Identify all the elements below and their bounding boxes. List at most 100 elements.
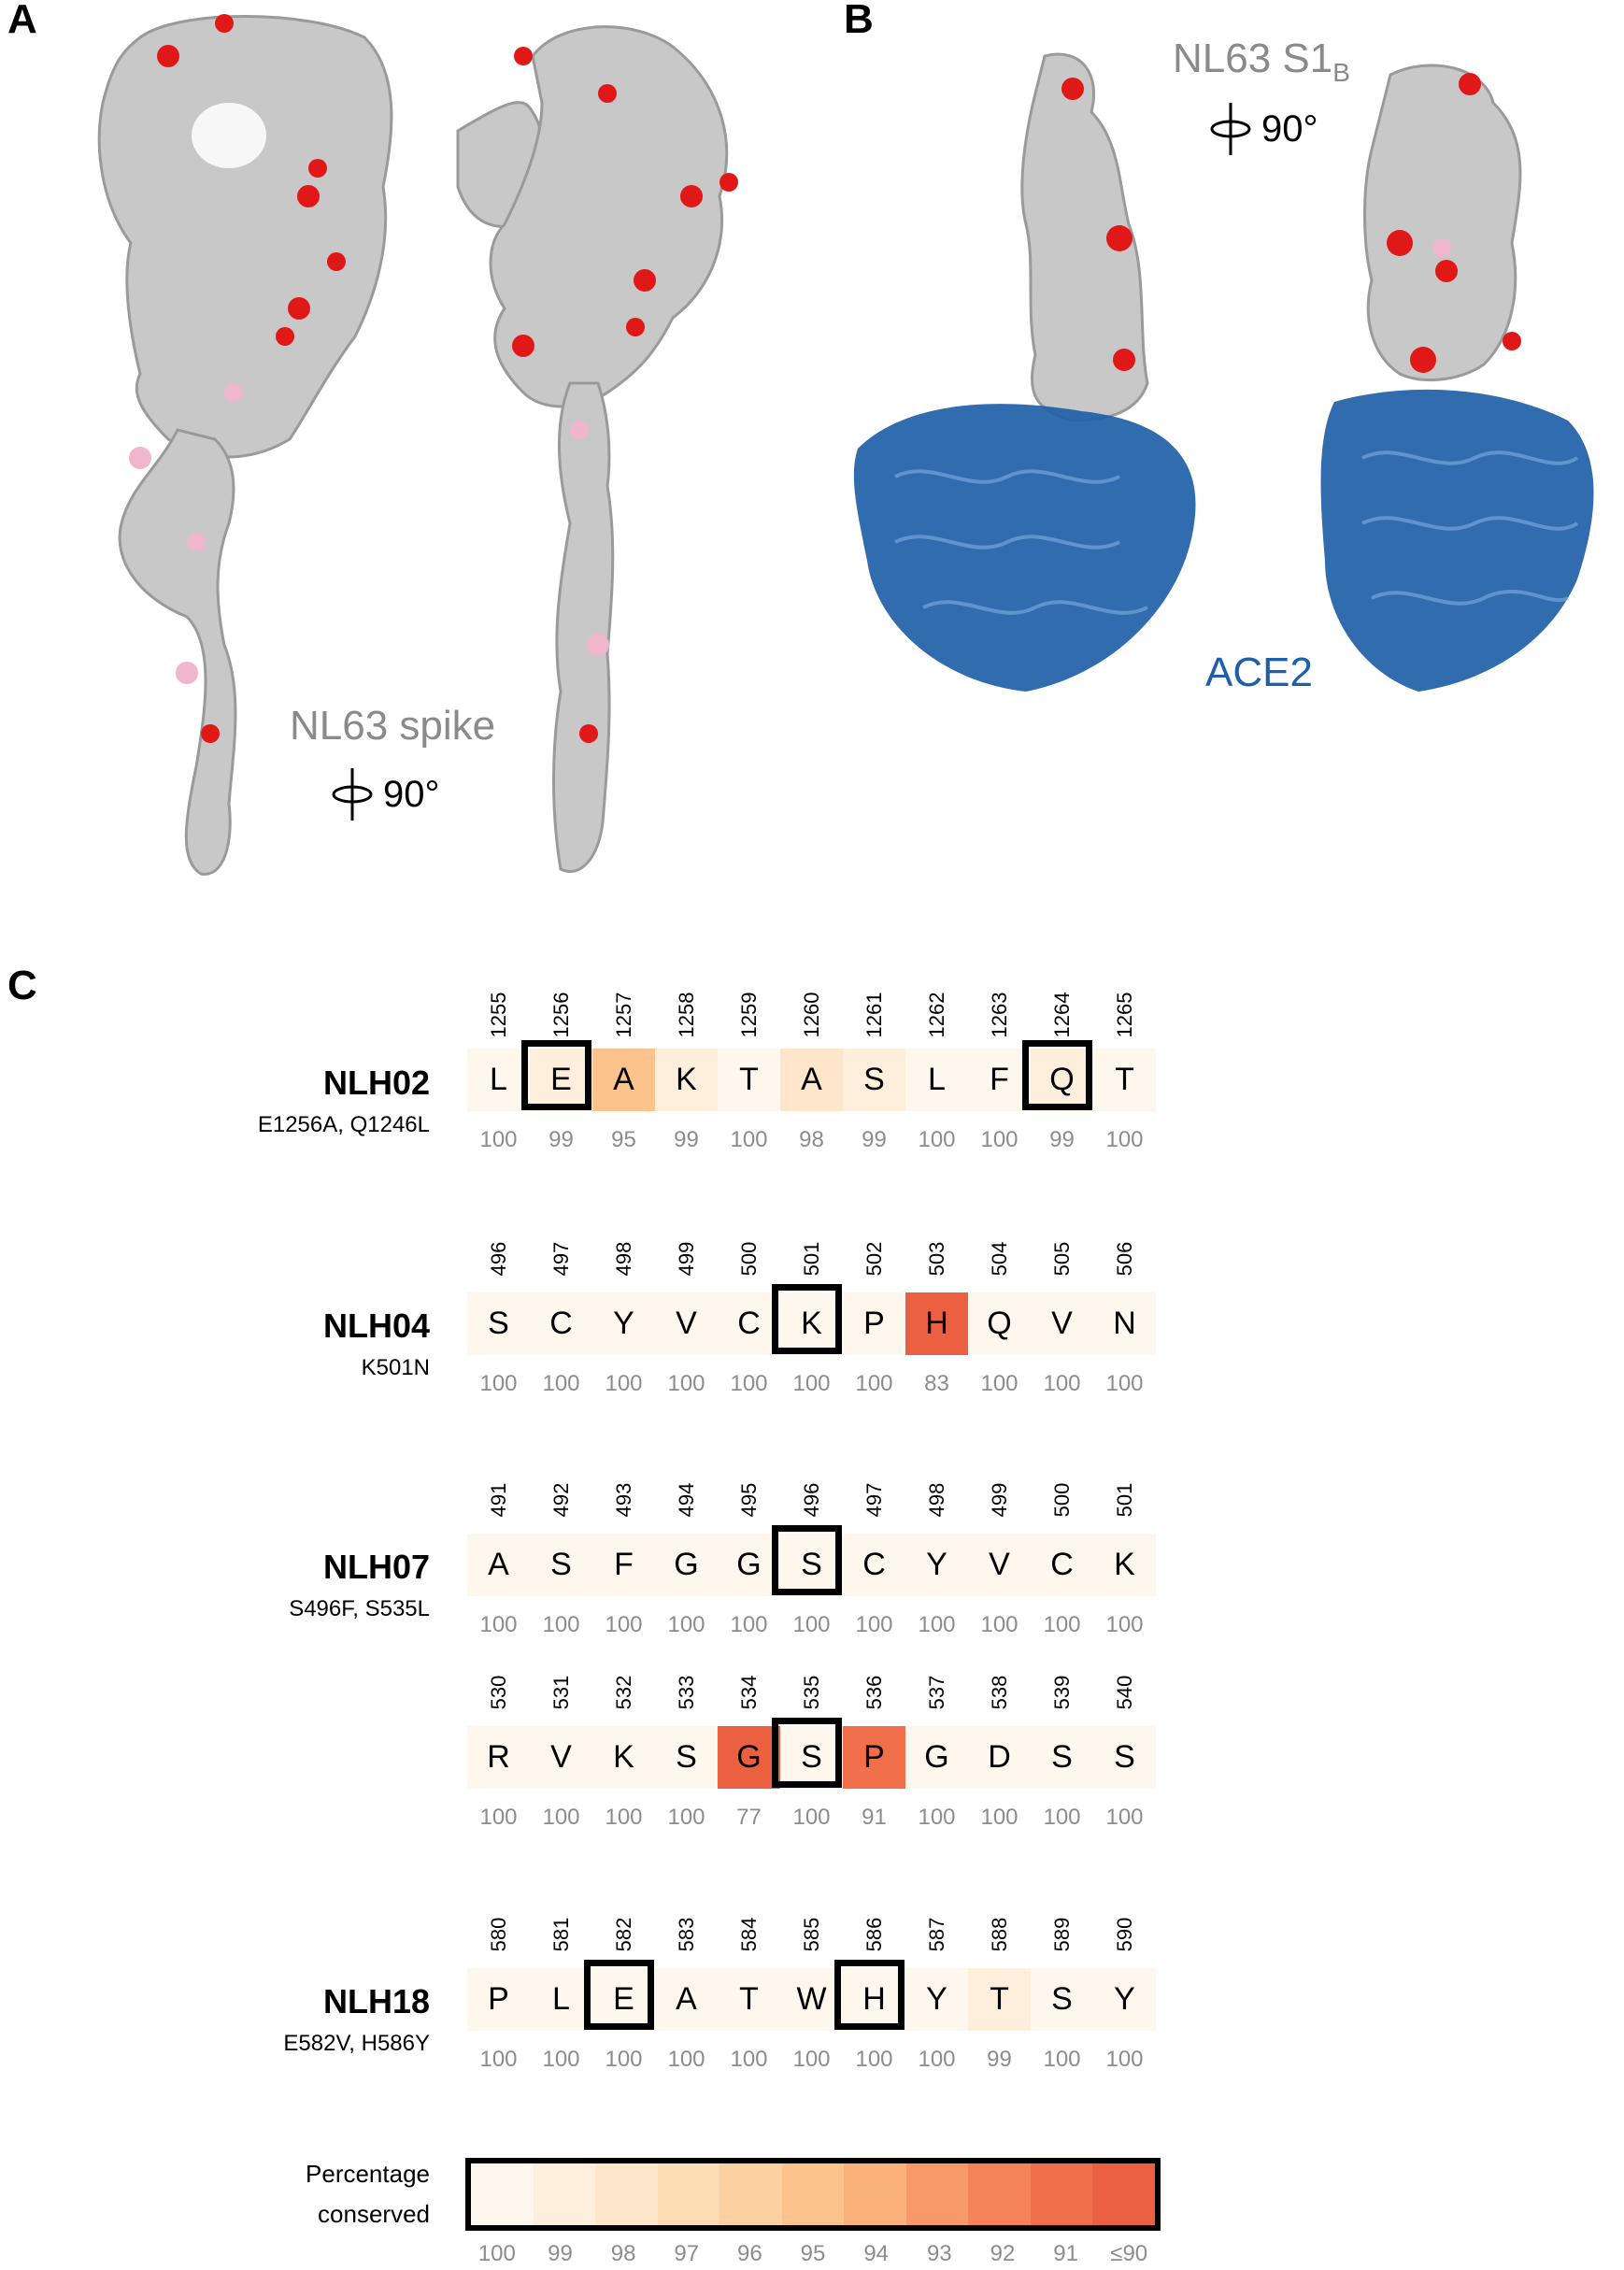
residue-conservation: 100	[792, 1371, 831, 1396]
residue-conservation: 100	[730, 2047, 768, 2072]
residue-letter: Q	[987, 1306, 1012, 1341]
residue-position: 534	[736, 1675, 761, 1710]
legend-swatch	[719, 2163, 782, 2225]
residue-position: 499	[674, 1241, 698, 1277]
residue-letter: T	[739, 1062, 759, 1097]
residue-position: 530	[486, 1675, 510, 1710]
residue-conservation: 100	[542, 2047, 580, 2072]
residue-conservation: 100	[667, 1371, 705, 1396]
residue-letter: S	[801, 1547, 822, 1582]
residue-letter: F	[990, 1062, 1009, 1097]
residue-position: 1265	[1112, 992, 1136, 1038]
s1b-label-main: NL63 S1	[1173, 36, 1333, 81]
residue-conservation: 100	[1105, 1805, 1144, 1830]
residue-conservation: 100	[980, 1612, 1019, 1637]
residue-position: 501	[799, 1241, 823, 1277]
residue-position: 538	[987, 1675, 1011, 1710]
residue-position: 539	[1049, 1675, 1074, 1710]
residue-letter: S	[488, 1306, 509, 1341]
residue-position: 531	[548, 1675, 573, 1710]
residue-conservation: 100	[918, 1805, 956, 1830]
residue-conservation: 100	[918, 1127, 956, 1152]
spike-label: NL63 spike	[290, 703, 496, 749]
residue-letter: A	[801, 1062, 822, 1097]
residue-position: 504	[987, 1241, 1011, 1277]
residue-conservation: 77	[736, 1805, 762, 1830]
residue-letter: A	[676, 1981, 697, 2017]
residue-conservation: 100	[1105, 1371, 1144, 1396]
residue-conservation: 95	[611, 1127, 636, 1152]
residue-position: 540	[1112, 1675, 1136, 1710]
legend-swatch	[1092, 2163, 1156, 2225]
residue-letter: R	[487, 1739, 510, 1775]
residue-letter: L	[928, 1062, 946, 1097]
residue-letter: S	[676, 1739, 697, 1775]
residue-letter: S	[1051, 1981, 1073, 2017]
residue-letter: T	[990, 1981, 1009, 2017]
residue-conservation: 100	[542, 1805, 580, 1830]
residue-conservation: 100	[918, 1612, 956, 1637]
s1b-label-subscript: B	[1332, 57, 1350, 87]
residue-letter: D	[988, 1739, 1011, 1775]
residue-conservation: 100	[918, 2047, 956, 2072]
spike-structure-figure	[97, 14, 738, 876]
mutation-highlight-box	[834, 1960, 905, 2030]
residue-letter: E	[550, 1062, 572, 1097]
legend-swatch	[844, 2163, 906, 2225]
residue-conservation: 99	[548, 1127, 574, 1152]
residue-conservation: 100	[980, 1805, 1019, 1830]
residue-position: 1263	[987, 992, 1011, 1038]
s1b-rotation-indicator: 90°	[1205, 101, 1318, 157]
residue-letter: A	[613, 1062, 634, 1097]
residue-letter: K	[613, 1739, 634, 1775]
residue-letter: F	[614, 1547, 634, 1582]
residue-conservation: 100	[980, 1371, 1019, 1396]
group-name: NLH18	[322, 1982, 430, 2020]
residue-letter: S	[550, 1547, 572, 1582]
residue-conservation: 100	[730, 1127, 768, 1152]
residue-position: 1256	[548, 992, 573, 1038]
residue-position: 584	[736, 1917, 761, 1952]
mutation-highlight-box	[521, 1040, 591, 1110]
legend-title-line2: conserved	[318, 2200, 430, 2228]
residue-conservation: 100	[605, 1371, 643, 1396]
residue-position: 1259	[736, 992, 761, 1038]
conservation-hotspots	[129, 14, 738, 743]
legend-tick: 91	[1053, 2241, 1078, 2266]
residue-conservation: 100	[605, 1612, 643, 1637]
residue-conservation: 100	[605, 2047, 643, 2072]
residue-letter: E	[613, 1981, 634, 2017]
residue-conservation: 100	[855, 2047, 893, 2072]
legend-tick: 97	[674, 2241, 700, 2266]
residue-conservation: 99	[987, 2047, 1012, 2072]
residue-letter: K	[1114, 1547, 1135, 1582]
residue-position: 500	[1049, 1482, 1074, 1518]
residue-conservation: 100	[1105, 2047, 1144, 2072]
legend-swatch	[968, 2163, 1031, 2225]
residue-position: 580	[486, 1917, 510, 1952]
residue-conservation: 91	[862, 1805, 887, 1830]
residue-letter: L	[490, 1062, 507, 1097]
residue-position: 581	[548, 1917, 573, 1952]
